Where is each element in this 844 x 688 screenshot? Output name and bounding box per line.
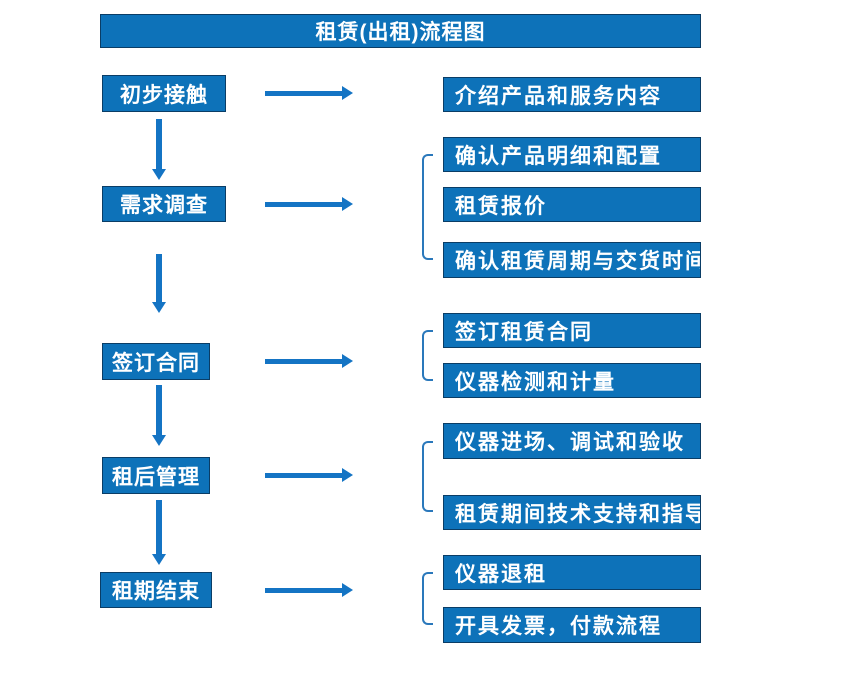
detail-box-2-3: 确认租赁周期与交货时间	[443, 242, 701, 278]
arrow-down-4	[152, 500, 166, 565]
arrow-shaft	[265, 472, 342, 478]
step-box-1: 初步接触	[102, 75, 226, 112]
arrow-right-2	[265, 197, 353, 211]
bracket-group-3	[422, 330, 433, 381]
arrow-shaft	[265, 90, 342, 96]
arrow-right-5	[265, 583, 353, 597]
arrow-head	[342, 468, 353, 482]
step-box-4: 租后管理	[102, 457, 210, 494]
arrow-shaft	[156, 254, 162, 302]
arrow-shaft	[156, 119, 162, 169]
arrow-down-2	[152, 254, 166, 313]
detail-box-5-2: 开具发票，付款流程	[443, 607, 701, 643]
arrow-shaft	[265, 358, 342, 364]
detail-box-2-1: 确认产品明细和配置	[443, 137, 701, 172]
step-box-2: 需求调查	[102, 186, 226, 222]
arrow-head	[342, 86, 353, 100]
arrow-head	[152, 302, 166, 313]
flowchart-title: 租赁(出租)流程图	[100, 14, 701, 48]
arrow-head	[152, 435, 166, 446]
step-box-3: 签订合同	[102, 343, 210, 380]
arrow-down-1	[152, 119, 166, 180]
arrow-right-1	[265, 86, 353, 100]
detail-box-4-2: 租赁期间技术支持和指导	[443, 495, 701, 530]
arrow-shaft	[265, 201, 342, 207]
detail-box-2-2: 租赁报价	[443, 187, 701, 222]
arrow-head	[342, 583, 353, 597]
arrow-head	[152, 169, 166, 180]
arrow-right-4	[265, 468, 353, 482]
arrow-down-3	[152, 385, 166, 446]
step-box-5: 租期结束	[100, 572, 212, 608]
detail-box-3-1: 签订租赁合同	[443, 313, 701, 348]
arrow-head	[342, 197, 353, 211]
bracket-group-5	[422, 572, 433, 625]
arrow-head	[152, 554, 166, 565]
bracket-group-4	[422, 441, 433, 512]
arrow-shaft	[156, 500, 162, 554]
arrow-shaft	[156, 385, 162, 435]
arrow-head	[342, 354, 353, 368]
detail-box-1-1: 介绍产品和服务内容	[443, 77, 701, 112]
arrow-right-3	[265, 354, 353, 368]
detail-box-5-1: 仪器退租	[443, 555, 701, 590]
bracket-group-2	[422, 154, 433, 260]
detail-box-3-2: 仪器检测和计量	[443, 363, 701, 398]
arrow-shaft	[265, 587, 342, 593]
detail-box-4-1: 仪器进场、调试和验收	[443, 423, 701, 459]
